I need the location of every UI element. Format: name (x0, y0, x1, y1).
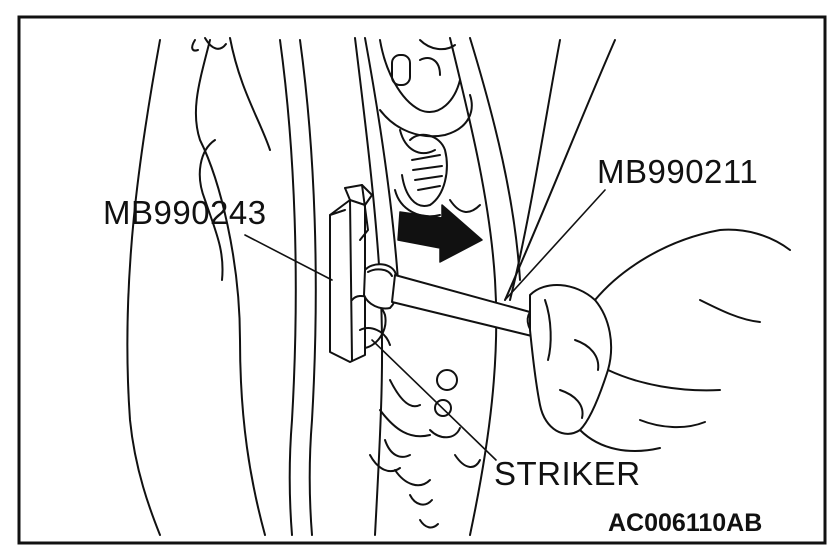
label-striker: STRIKER (494, 455, 641, 492)
figure-code: AC006110AB (608, 509, 763, 537)
lower-door-details (369, 369, 481, 529)
striker-tool-mb990243 (329, 184, 373, 363)
label-tool-mb990211: MB990211 (597, 153, 759, 190)
door-inner-details (379, 39, 481, 218)
figure-frame (17, 15, 827, 545)
pull-direction-arrow-icon (397, 204, 483, 263)
label-tool-mb990243: MB990243 (103, 194, 267, 231)
body-panel-lines (126, 37, 271, 536)
hand (529, 228, 791, 452)
door-bumper-bolt (401, 133, 448, 207)
leader-lines (244, 189, 606, 461)
